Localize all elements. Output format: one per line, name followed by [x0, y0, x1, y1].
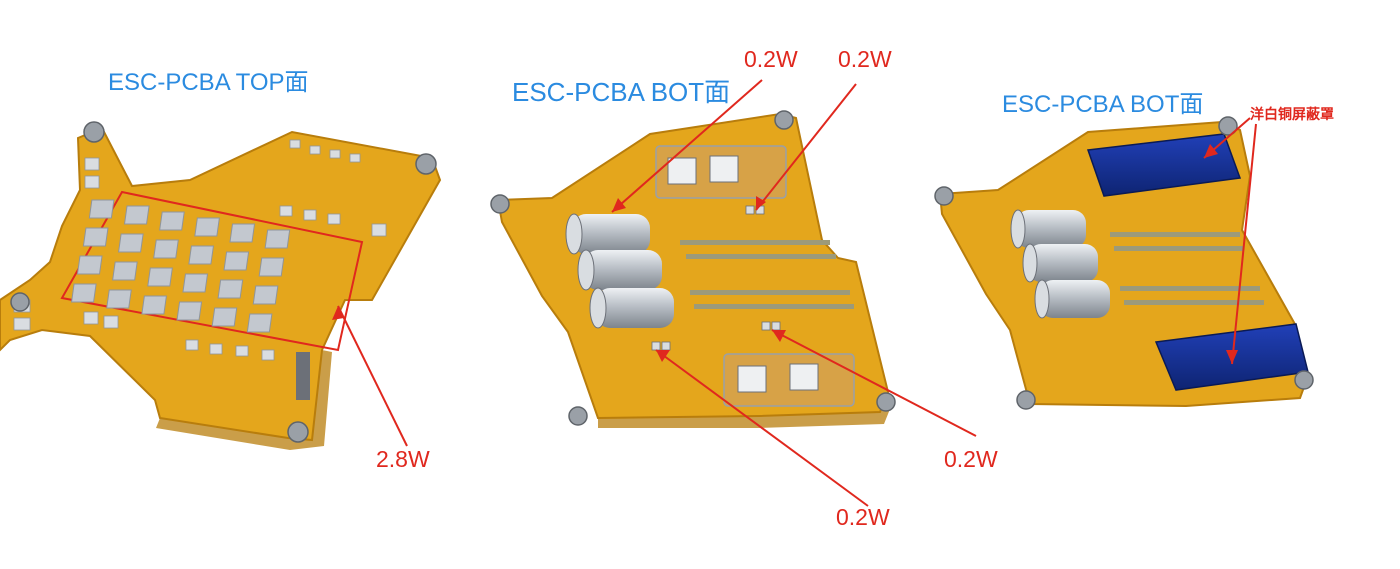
- arrow-0p2w-c: [771, 329, 977, 437]
- panel-bot-shield-title: ESC-PCBA BOT面: [1002, 91, 1204, 118]
- arrow-2p8w: [337, 305, 408, 447]
- mounting-holes-bot: [490, 110, 896, 426]
- power-label-0p2w-c: 0.2W: [944, 446, 998, 472]
- capacitors-3: [1010, 209, 1110, 319]
- pcb-bot-outline: [496, 112, 890, 420]
- pcb-top-edge: [156, 350, 332, 450]
- arrow-0p2w-a: [611, 79, 763, 213]
- small-parts: [13, 139, 387, 361]
- connector: [296, 352, 310, 400]
- pcb-bot-edge: [598, 392, 892, 428]
- component-rows-3: [1110, 232, 1264, 305]
- power-label-0p2w-a: 0.2W: [744, 46, 798, 72]
- shield-label: 洋白铜屏蔽罩: [1250, 106, 1334, 122]
- pcb-top-board: [0, 121, 442, 450]
- arrow-0p2w-b: [755, 83, 857, 211]
- mounting-holes-3: [934, 116, 1314, 410]
- hotspot-parts: [651, 205, 781, 351]
- power-label-0p2w-b: 0.2W: [838, 46, 892, 72]
- pcb-bot-shield-board: [934, 116, 1314, 410]
- arrow-0p2w-d: [655, 349, 869, 507]
- annotation-arrows: [337, 79, 1257, 507]
- arrow-shield-b: [1231, 123, 1257, 365]
- ic-regions: [655, 145, 855, 407]
- arrow-heads: [332, 144, 1238, 364]
- component-pads: [70, 199, 291, 333]
- panel-top-title: ESC-PCBA TOP面: [108, 69, 309, 96]
- power-label-0p2w-d: 0.2W: [836, 504, 890, 530]
- mounting-holes: [10, 121, 437, 443]
- power-label-2p8w: 2.8W: [376, 446, 430, 472]
- capacitors: [565, 213, 674, 329]
- component-rows: [680, 240, 854, 309]
- panel-bot-title: ESC-PCBA BOT面: [512, 77, 731, 107]
- pcb-bot-board: [490, 110, 896, 428]
- shield-can-top: [1086, 133, 1242, 197]
